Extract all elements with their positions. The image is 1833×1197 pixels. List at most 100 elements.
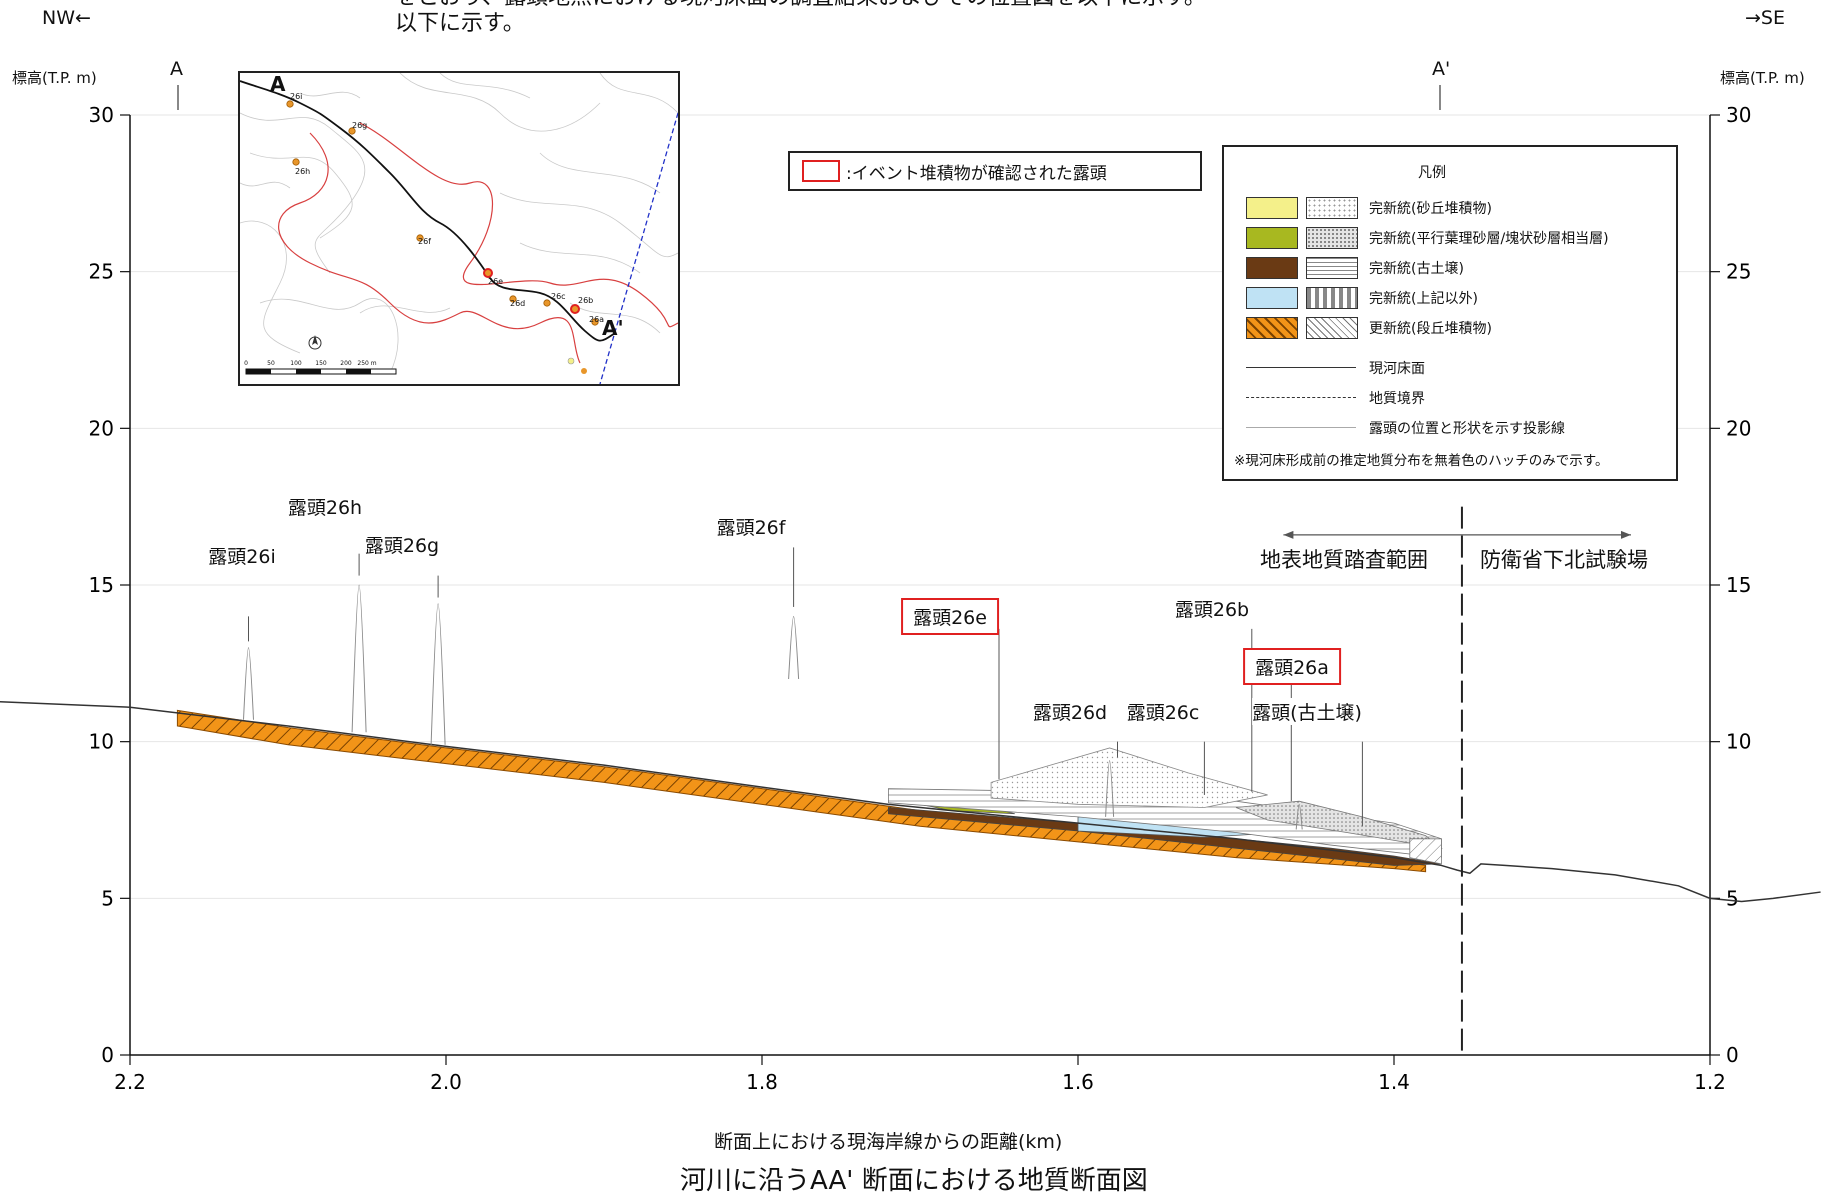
terrace-projection-hatch: [1409, 838, 1442, 865]
x-tick-label: 2.0: [430, 1070, 462, 1094]
outcrop-label: 露頭26a: [1243, 648, 1341, 685]
legend-hatch-swatch: [1306, 317, 1358, 339]
outcrop-label: 露頭26e: [901, 598, 999, 635]
dune-projection: [990, 747, 1268, 808]
legend-color-swatch: [1246, 317, 1298, 339]
inset-contours: [240, 73, 678, 374]
y-axis-unit-right: 標高(T.P. m): [1720, 69, 1805, 87]
outcrop-marker: [509, 295, 517, 303]
legend-title: 凡例: [1418, 165, 1446, 181]
header-line-1: をとおり、露頭地点における現河床面の調査結果およびその位置図を以下に示す。: [395, 0, 1206, 11]
outcrop-26h-profile: [351, 584, 367, 733]
legend-line-sample: [1246, 397, 1356, 398]
y-axis-unit-left: 標高(T.P. m): [12, 69, 97, 87]
event-deposit-swatch: [802, 160, 840, 182]
x-tick-label: 1.8: [746, 1070, 778, 1094]
legend-hatch-swatch: [1306, 257, 1358, 279]
y-tick-label-left: 10: [89, 730, 114, 754]
y-tick-label-right: 5: [1726, 886, 1739, 910]
inset-scale-label: 200: [340, 360, 352, 367]
inset-red-boundary: [278, 122, 678, 364]
y-tick-label-left: 5: [101, 886, 114, 910]
legend-line-sample: [1246, 427, 1356, 428]
outcrop-label: 露頭26g: [364, 531, 440, 558]
y-tick-label-right: 15: [1726, 573, 1751, 597]
outcrop-marker: [483, 268, 493, 278]
inset-scale-label: 50: [267, 360, 275, 367]
x-tick-label: 2.2: [114, 1070, 146, 1094]
outcrop-marker: [570, 304, 580, 314]
inset-scale-label: 0: [244, 360, 248, 367]
x-tick-label: 1.6: [1062, 1070, 1094, 1094]
inset-section-label: A: [270, 73, 286, 96]
x-axis-label: 断面上における現海岸線からの距離(km): [714, 1131, 1063, 1153]
inset-scale-bar: [245, 368, 397, 375]
inset-outcrop-label: 26h: [295, 167, 310, 176]
y-tick-label-right: 30: [1726, 103, 1751, 127]
legend-color-swatch: [1246, 287, 1298, 309]
range-arrow-right-icon: [1621, 530, 1631, 539]
range-arrow-left-icon: [1283, 530, 1294, 539]
outcrop-26g-profile: [430, 603, 446, 745]
event-deposit-legend: :イベント堆積物が確認された露頭: [788, 151, 1202, 191]
river-bed-surface-line: [0, 701, 1821, 903]
legend-note: ※現河床形成前の推定地質分布を無着色のハッチのみで示す。: [1234, 453, 1609, 469]
inset-scale-label: 100: [290, 360, 302, 367]
y-tick-label-left: 20: [89, 416, 114, 440]
inset-boundary-dashed-line: [599, 112, 678, 384]
outcrop-26f-profile: [788, 615, 800, 680]
outcrop-label: 露頭26d: [1032, 698, 1108, 725]
inset-outcrop-label: 26i: [290, 92, 302, 101]
outcrop-label: 露頭26f: [716, 513, 786, 540]
direction-left: NW←: [42, 7, 91, 29]
figure-title: 河川に沿うAA' 断面における地質断面図: [680, 1166, 1148, 1196]
legend-item-label: 完新統(古土壌): [1369, 261, 1464, 277]
legend-item-label: 更新統(段丘堆積物): [1369, 321, 1492, 337]
y-tick-label-left: 30: [89, 103, 114, 127]
outcrop-marker: [348, 127, 356, 135]
y-tick-label-left: 0: [101, 1043, 114, 1067]
legend-item-label: 完新統(上記以外): [1369, 291, 1478, 307]
y-tick-label-right: 25: [1726, 260, 1751, 284]
outcrop-marker: [292, 158, 300, 166]
y-tick-label-right: 10: [1726, 730, 1751, 754]
geologic-units: [0, 506, 1821, 1055]
legend-color-swatch: [1246, 257, 1298, 279]
outcrop-marker: [567, 357, 575, 365]
legend-item-label: 完新統(平行葉理砂層/塊状砂層相当層): [1369, 231, 1609, 247]
outcrop-26d-profile: [1105, 759, 1115, 817]
outcrop-label: 露頭26i: [208, 542, 276, 569]
outcrop-26a-profile: [1295, 803, 1303, 830]
legend-line-label: 現河床面: [1369, 361, 1425, 377]
legend-item-label: 完新統(砂丘堆積物): [1369, 201, 1492, 217]
outcrop-label: 露頭(古土壌): [1252, 698, 1362, 725]
legend-color-swatch: [1246, 197, 1298, 219]
outcrop-label: 露頭26b: [1174, 595, 1250, 622]
legend-hatch-swatch: [1306, 227, 1358, 249]
range-left-label: 地表地質踏査範囲: [1260, 548, 1428, 572]
inset-outcrop-markers: [286, 100, 599, 374]
section-marker-a: A: [170, 58, 183, 80]
outcrop-marker: [581, 368, 587, 374]
inset-section-label: A': [602, 316, 624, 340]
legend-color-swatch: [1246, 227, 1298, 249]
inset-outcrop-label: 26c: [551, 292, 566, 301]
outcrop-profiles: [243, 547, 1363, 830]
x-tick-label: 1.4: [1378, 1070, 1410, 1094]
inset-scale-label: 250 m: [357, 360, 376, 367]
legend-line-label: 露頭の位置と形状を示す投影線: [1369, 421, 1565, 437]
event-deposit-label: :イベント堆積物が確認された露頭: [846, 163, 1107, 184]
outcrop-label: 露頭26h: [287, 493, 363, 520]
y-tick-label-left: 15: [89, 573, 114, 597]
legend-hatch-swatch: [1306, 197, 1358, 219]
inset-scale-label: 150: [315, 360, 327, 367]
outcrop-marker: [543, 299, 551, 307]
legend-box: 凡例 完新統(砂丘堆積物) 完新統(平行葉理砂層/塊状砂層相当層) 完新統(古土壌)…: [1222, 145, 1678, 481]
outcrop-marker: [591, 318, 599, 326]
outcrop-label: 露頭26c: [1126, 698, 1200, 725]
inset-outcrop-label: 26a: [589, 315, 604, 324]
